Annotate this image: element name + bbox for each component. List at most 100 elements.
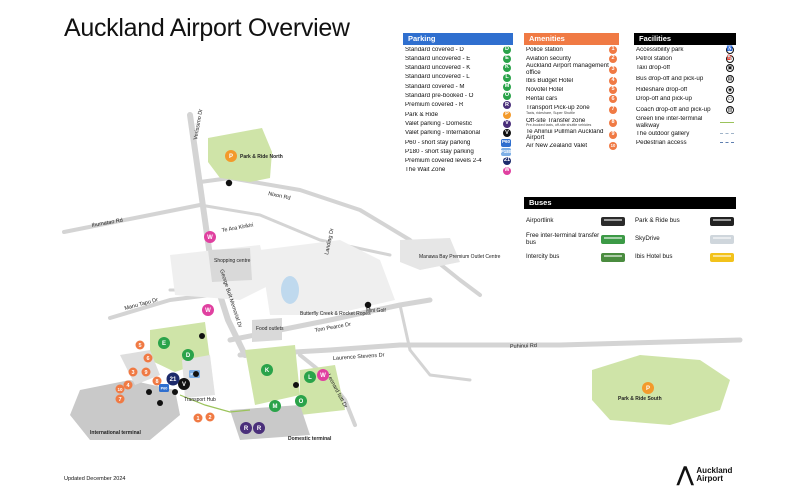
bus-legend-item: Ibis Hotel bus [633, 248, 736, 266]
map-markers[interactable]: P P W W W D E K L M O R R V 21 P60 P180 [158, 150, 654, 434]
logo-mark-icon: ⋀ [677, 464, 694, 486]
facility-legend-item: Petrol station⛽ [634, 54, 736, 63]
facility-legend-label: Drop-off and pick-up [636, 96, 692, 103]
marker-wait-zone-2[interactable]: W [202, 304, 214, 316]
facility-legend-label: Coach drop-off and pick-up [636, 106, 711, 113]
accessibility-icon: ♿ [726, 45, 734, 54]
map-accessibility-icon [225, 179, 233, 187]
amenity-legend-label: Te Ahiinui Pullman Auckland Airport [526, 128, 604, 142]
amenity-badge: 5 [609, 86, 617, 95]
marker-park-ride-south[interactable]: P [642, 382, 654, 394]
facility-legend-label: Bus drop-off and pick-up [636, 75, 704, 82]
bus-legend-item: Free inter-terminal transfer bus [524, 230, 627, 248]
marker-amenity-1[interactable]: 1 [193, 413, 203, 423]
svg-text:W: W [207, 235, 213, 241]
place-label-food: Food outlets [256, 326, 284, 332]
bus-legend-label: Airportlink [526, 217, 554, 225]
walkway-line-swatch [720, 122, 734, 124]
marker-park-ride-north[interactable]: P [225, 150, 237, 162]
marker-amenity-10[interactable]: 10 [115, 384, 125, 394]
marker-amenity-8[interactable]: 8 [152, 376, 162, 386]
facility-legend-item: Green line inter-terminal walkway [634, 116, 736, 129]
map-coach-icon [157, 400, 163, 406]
marker-amenity-9[interactable]: 9 [141, 367, 151, 377]
place-labels: Park & Ride North Park & Ride South Shop… [90, 154, 662, 442]
logo-line-2: Airport [696, 474, 724, 483]
marker-amenity-7[interactable]: 7 [115, 394, 125, 404]
svg-text:7: 7 [118, 397, 121, 403]
amenity-legend-label: Novotel Hotel [526, 86, 564, 93]
marker-parking-o[interactable]: O [295, 395, 307, 407]
bus-icon [601, 234, 625, 244]
marker-parking-r2[interactable]: R [253, 422, 265, 434]
marker-parking-r1[interactable]: R [240, 422, 252, 434]
bus-icon: ▤ [726, 75, 734, 84]
inter-terminal-walkway [179, 394, 251, 413]
marker-amenity-6[interactable]: 6 [143, 353, 153, 363]
amenity-legend-label: Transport Pick-up zone [526, 105, 590, 112]
facility-legend-label: Rideshare drop-off [636, 86, 688, 93]
amenity-legend-label: Auckland Airport management office [526, 63, 609, 76]
map-rideshare-icon [172, 389, 178, 395]
svg-text:6: 6 [146, 356, 149, 362]
place-label-shopping: Shopping centre [214, 258, 251, 264]
marker-p60[interactable]: P60 [159, 384, 169, 392]
facility-legend-item: Rideshare drop-off ◉ [634, 85, 736, 95]
amenity-badge: 9 [609, 131, 617, 140]
marker-parking-k[interactable]: K [261, 364, 273, 376]
map-access-icon-2 [293, 382, 299, 388]
marker-premium-covered[interactable]: 21 [166, 372, 180, 386]
facility-markers [146, 179, 372, 406]
parking-legend-label: Standard uncovered - K [405, 65, 471, 72]
parking-badge: V [503, 120, 511, 129]
amenity-badge: 2 [609, 54, 617, 63]
marker-wait-zone-3[interactable]: W [317, 369, 329, 381]
marker-amenity-4[interactable]: 4 [123, 380, 133, 390]
marker-valet-international[interactable]: V [178, 378, 190, 390]
svg-text:R: R [257, 426, 262, 432]
pedestrian-line-swatch [720, 142, 734, 144]
marker-parking-m[interactable]: M [269, 400, 281, 412]
amenities-legend-title: Amenities [524, 33, 619, 45]
rideshare-icon: ◉ [726, 86, 734, 95]
svg-text:W: W [320, 373, 326, 379]
parking-legend-label: The Wait Zone [405, 167, 446, 174]
amenity-markers[interactable]: 1 2 3 4 5 6 7 8 9 10 [115, 340, 215, 423]
facilities-legend-list: Accessibility park♿Petrol station⛽Taxi d… [634, 45, 736, 148]
parking-legend-item: Valet parking - Domestic V [403, 119, 513, 129]
petrol-icon: ⛽ [726, 54, 734, 63]
marker-parking-d[interactable]: D [182, 349, 194, 361]
road-label-ihumatao: Ihumatao Rd [91, 218, 123, 229]
facility-legend-label: Pedestrian access [636, 139, 687, 146]
marker-amenity-5[interactable]: 5 [135, 340, 145, 350]
svg-text:V: V [182, 382, 186, 388]
road-label-puhinui: Puhinui Rd [510, 343, 537, 350]
parking-legend-label: Premium covered - R [405, 102, 464, 109]
parking-badge: P180 [501, 147, 511, 156]
parking-badge: O [503, 92, 511, 101]
marker-parking-e[interactable]: E [158, 337, 170, 349]
parking-legend-label: Valet parking - Domestic [405, 120, 472, 127]
facility-legend-item: Drop-off and pick-up▭ [634, 95, 736, 104]
marker-parking-l[interactable]: L [304, 371, 316, 383]
marker-wait-zone-1[interactable]: W [204, 231, 216, 243]
marker-amenity-3[interactable]: 3 [128, 367, 138, 377]
gallery-line-swatch [720, 133, 734, 135]
bus-icon [710, 234, 734, 244]
marker-amenity-2[interactable]: 2 [205, 412, 215, 422]
amenity-legend-label: Air New Zealand Valet [526, 143, 588, 150]
parking-legend-label: Valet parking - International [405, 130, 481, 137]
svg-text:2: 2 [208, 415, 211, 421]
parking-legend-label: P60 - short stay parking [405, 139, 471, 146]
